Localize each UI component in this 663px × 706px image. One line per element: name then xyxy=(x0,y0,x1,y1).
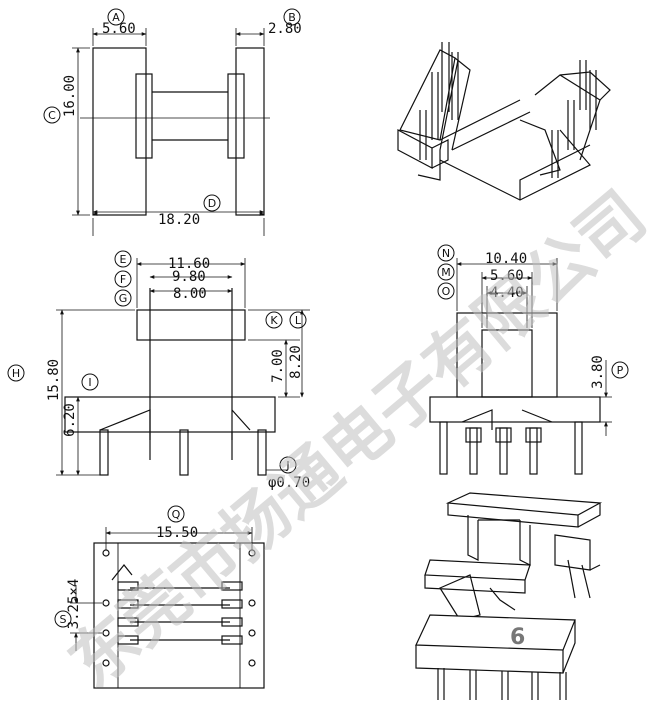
end-base xyxy=(429,396,601,423)
dim-s-tag: S xyxy=(60,613,67,626)
dim-d-value: 18.20 xyxy=(158,212,200,228)
front-left-flange xyxy=(92,47,147,216)
dim-b-value: 2.80 xyxy=(268,21,302,37)
side-base xyxy=(64,396,276,433)
dim-p-value: 3.80 xyxy=(590,355,606,389)
bottom-view xyxy=(93,542,265,689)
dim-a-tag: A xyxy=(112,11,120,24)
dim-c-tag: C xyxy=(48,109,56,122)
dim-q-value: 15.50 xyxy=(156,525,198,541)
dim-m-tag: M xyxy=(441,266,451,279)
dim-g-value: 8.00 xyxy=(173,286,207,302)
front-right-flange xyxy=(235,47,265,216)
dim-q-tag: Q xyxy=(172,508,181,521)
side-top-flange xyxy=(136,309,246,341)
dim-k-value: 7.00 xyxy=(270,349,286,383)
dim-h-tag: H xyxy=(12,367,20,380)
end-view xyxy=(429,312,601,475)
dim-b-tag: B xyxy=(288,11,296,24)
end-dimensions xyxy=(456,258,612,436)
dim-j-tag: J xyxy=(285,459,289,472)
front-right-wall xyxy=(227,73,245,159)
side-view xyxy=(64,288,276,476)
dim-n-tag: N xyxy=(442,247,450,260)
dim-i-tag: I xyxy=(88,376,91,389)
end-dimension-labels: N 10.40 M 5.60 O 4.40 P 3.80 xyxy=(437,244,629,389)
dim-a-value: 5.60 xyxy=(102,21,136,37)
dim-s-value: 3.25×4 xyxy=(66,579,82,630)
dim-l-value: 8.20 xyxy=(288,345,304,379)
dim-f-tag: F xyxy=(120,273,126,286)
bottom-dimensions xyxy=(70,527,253,651)
dim-o-tag: O xyxy=(442,285,451,298)
isometric-view-bottom xyxy=(415,492,603,700)
dim-p-tag: P xyxy=(617,364,624,377)
dim-d-tag: D xyxy=(208,197,216,210)
front-dimensions xyxy=(72,28,265,236)
dim-e-value: 11.60 xyxy=(168,256,210,272)
dim-m-value: 5.60 xyxy=(490,268,524,284)
dim-n-value: 10.40 xyxy=(485,251,527,267)
dim-c-value: 16.00 xyxy=(62,75,78,117)
dim-j-value: φ0.70 xyxy=(268,475,310,491)
front-view xyxy=(80,47,270,216)
front-dimension-labels: A 5.60 B 2.80 C 16.00 D 18.20 xyxy=(43,8,302,228)
dim-e-tag: E xyxy=(120,253,127,266)
isometric-view-top xyxy=(397,42,611,201)
dim-g-tag: G xyxy=(119,292,128,305)
dim-h-value: 15.80 xyxy=(46,359,62,401)
side-dimension-labels: E 11.60 F 9.80 G 8.00 H 15.80 I 6.20 K 7… xyxy=(7,250,310,491)
side-dimensions xyxy=(56,258,310,476)
front-left-wall xyxy=(135,73,153,159)
dim-k-tag: K xyxy=(270,314,278,327)
dim-i-value: 6.20 xyxy=(62,403,78,437)
dim-o-value: 4.40 xyxy=(490,285,524,301)
dim-f-value: 9.80 xyxy=(172,269,206,285)
dim-l-tag: L xyxy=(295,314,302,327)
page-number: 6 xyxy=(510,625,525,650)
bottom-dimension-labels: Q 15.50 S 3.25×4 xyxy=(54,505,198,630)
